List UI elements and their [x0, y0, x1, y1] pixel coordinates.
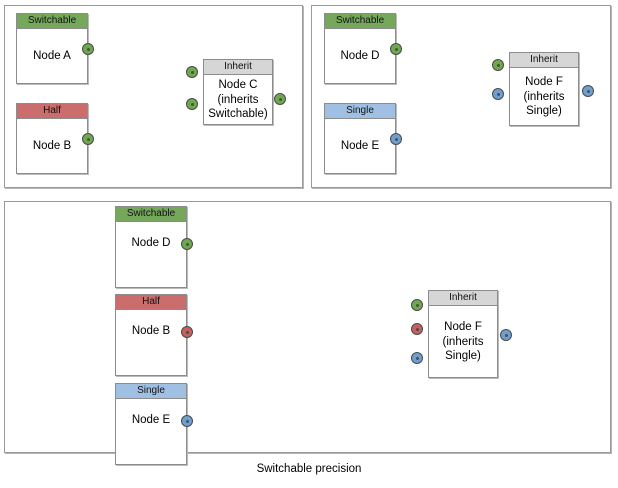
node-f-label-line2: (inherits [523, 90, 565, 103]
node-f2-label-line2: (inherits [442, 335, 484, 348]
node-f2-input-port-switchable[interactable] [411, 299, 423, 311]
node-a[interactable]: Switchable Node A [16, 13, 88, 84]
node-e-output-port[interactable] [390, 133, 402, 145]
node-c-label: Node C (inherits Switchable) [204, 75, 272, 125]
node-e-label: Node E [340, 140, 380, 153]
node-d-header: Switchable [325, 14, 395, 29]
node-d2-label: Node D [131, 237, 171, 249]
node-e2[interactable]: Single Node E [115, 383, 187, 465]
node-b2[interactable]: Half Node B [115, 294, 187, 376]
panel-bottom [4, 201, 611, 453]
node-d2-header: Switchable [116, 207, 186, 222]
node-f2-input-port-single[interactable] [411, 352, 423, 364]
node-f-label-line3: Single) [526, 105, 562, 118]
node-f-label-line1: Node F [525, 76, 563, 89]
node-b2-label: Node B [131, 325, 171, 337]
node-b-header: Half [17, 104, 87, 119]
node-e-header: Single [325, 104, 395, 119]
node-e[interactable]: Single Node E [324, 103, 396, 174]
node-c-input-port-top[interactable] [186, 66, 198, 78]
diagram-caption: Switchable precision [256, 463, 362, 475]
node-b2-output-port[interactable] [181, 326, 193, 338]
node-b2-header: Half [116, 295, 186, 310]
node-c-label-line1: Node C [218, 79, 258, 92]
node-a-header: Switchable [17, 14, 87, 29]
node-f[interactable]: Inherit Node F (inherits Single) [509, 52, 579, 126]
node-f2-label-line3: Single) [445, 350, 481, 363]
node-c-input-port-bottom[interactable] [186, 98, 198, 110]
node-f2-label-line1: Node F [444, 321, 482, 334]
node-d2[interactable]: Switchable Node D [115, 206, 187, 288]
node-c[interactable]: Inherit Node C (inherits Switchable) [203, 59, 273, 125]
node-e2-label: Node E [131, 414, 171, 426]
node-d[interactable]: Switchable Node D [324, 13, 396, 84]
node-c-header: Inherit [204, 60, 272, 75]
node-b-output-port[interactable] [82, 133, 94, 145]
node-e2-header: Single [116, 384, 186, 399]
node-d-label: Node D [340, 50, 380, 63]
node-f-input-port-switchable[interactable] [492, 59, 504, 71]
node-d-output-port[interactable] [390, 43, 402, 55]
node-b[interactable]: Half Node B [16, 103, 88, 174]
node-f2-input-port-half[interactable] [411, 323, 423, 335]
node-a-output-port[interactable] [82, 43, 94, 55]
node-f2[interactable]: Inherit Node F (inherits Single) [428, 290, 498, 378]
node-b-label: Node B [32, 140, 72, 153]
node-f2-header: Inherit [429, 291, 497, 306]
node-c-label-line3: Switchable) [208, 108, 268, 121]
node-c-output-port[interactable] [274, 93, 286, 105]
node-f2-label: Node F (inherits Single) [429, 306, 497, 378]
node-f-output-port[interactable] [582, 85, 594, 97]
node-f-header: Inherit [510, 53, 578, 68]
node-e2-output-port[interactable] [181, 415, 193, 427]
node-f-label: Node F (inherits Single) [510, 68, 578, 126]
node-a-label: Node A [33, 50, 71, 63]
node-f2-output-port[interactable] [500, 329, 512, 341]
node-c-label-line2: (inherits [217, 93, 259, 106]
node-f-input-port-single[interactable] [492, 88, 504, 100]
node-d2-output-port[interactable] [181, 238, 193, 250]
